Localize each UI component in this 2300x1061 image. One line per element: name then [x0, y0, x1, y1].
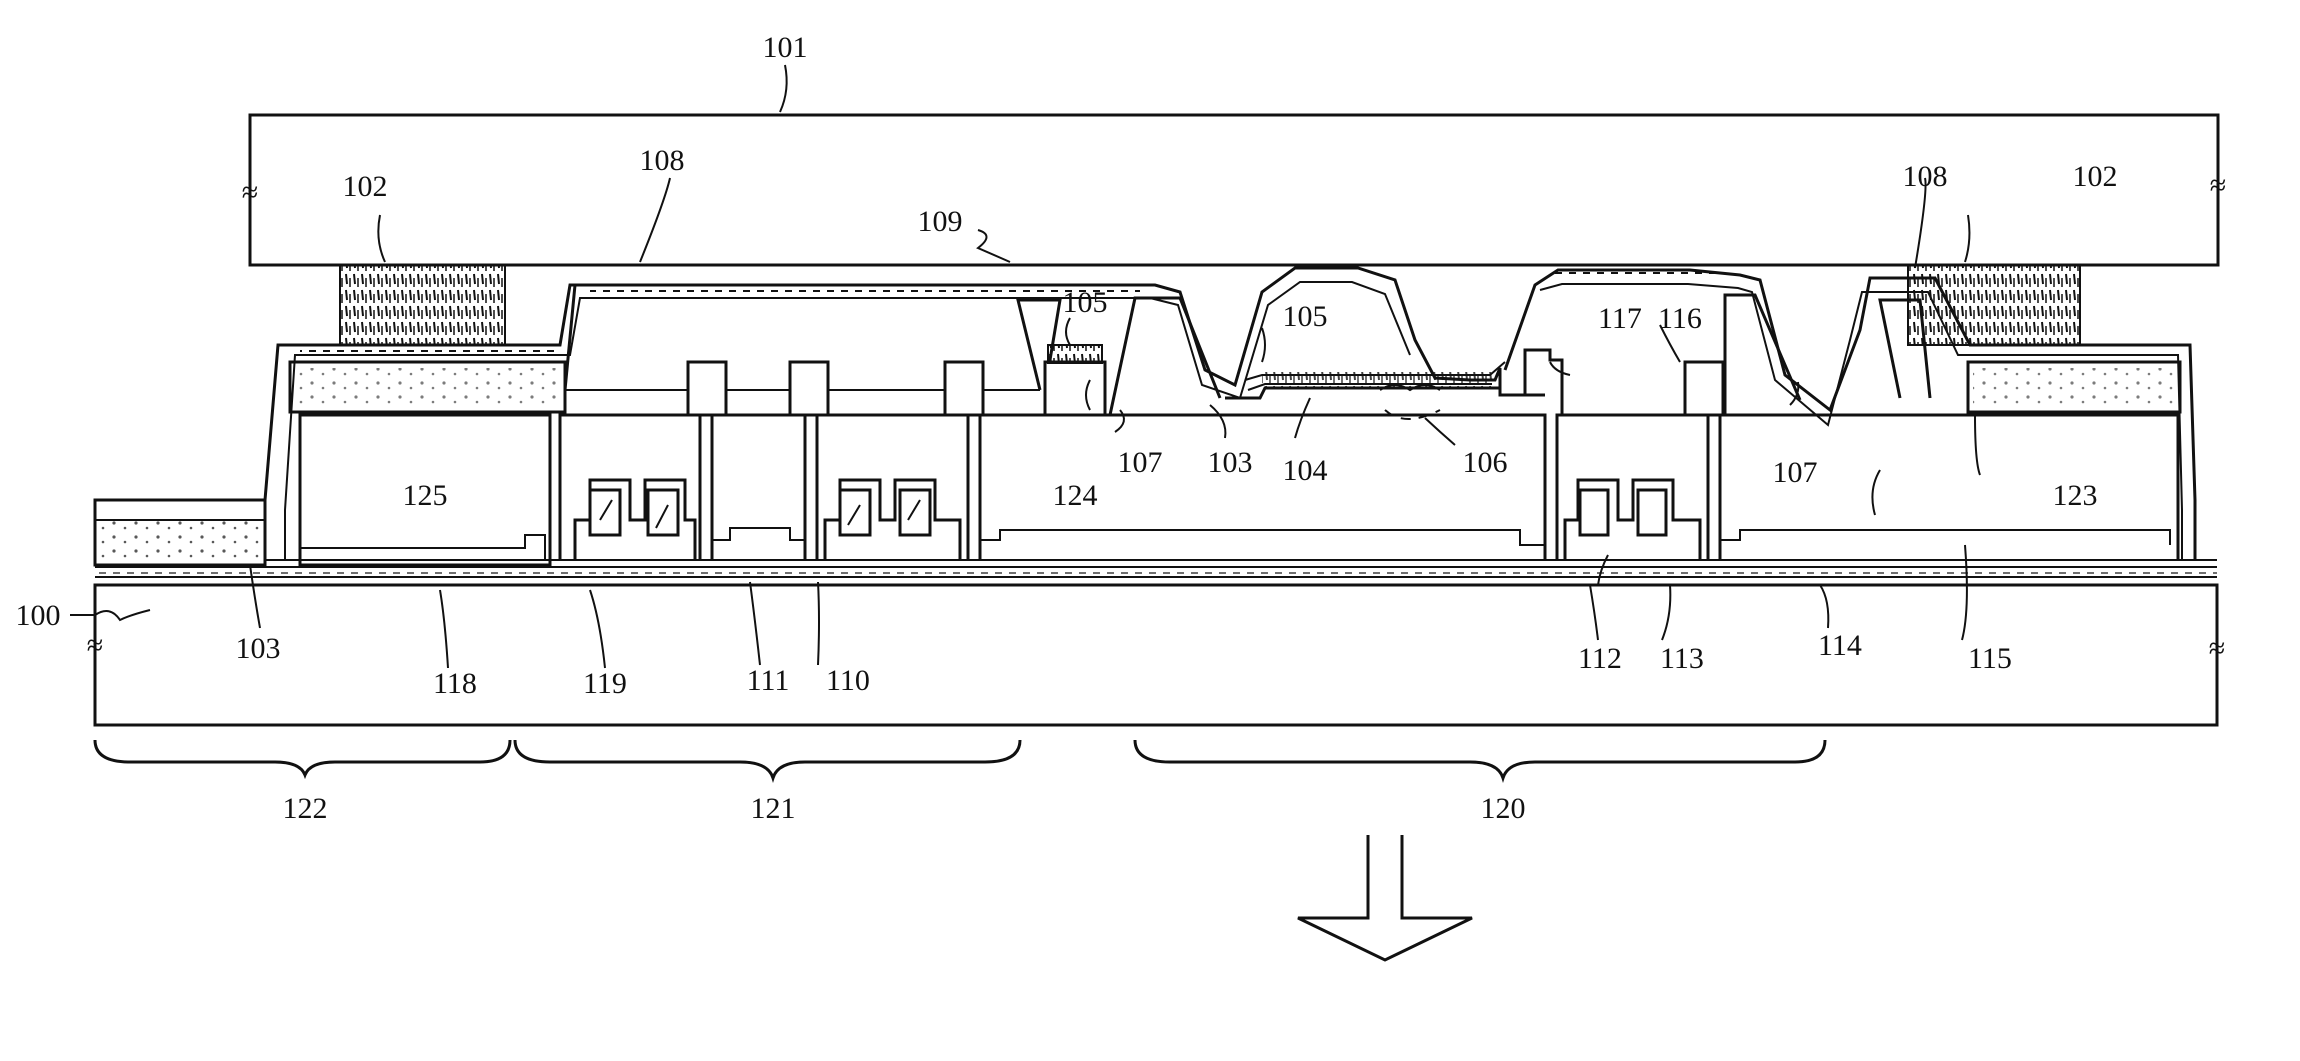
bank-right: [1880, 300, 1930, 398]
label-111: 111: [747, 664, 790, 697]
label-113: 113: [1660, 642, 1704, 675]
layer-123: [1968, 362, 2180, 412]
label-106: 106: [1463, 446, 1508, 479]
lower-step-center: [980, 530, 1545, 560]
label-114: 114: [1818, 629, 1862, 662]
pillar-2: [790, 362, 828, 415]
bank-107-right: [1725, 295, 1800, 415]
lower-step-left: [300, 535, 545, 560]
label-102-left: 102: [343, 170, 388, 203]
label-116: 116: [1658, 302, 1702, 335]
tft-121-right: [825, 480, 960, 560]
label-117: 117: [1598, 302, 1642, 335]
down-arrow-icon: [1298, 835, 1472, 960]
label-105-left: 105: [1063, 286, 1108, 319]
label-108-left: 108: [640, 144, 685, 177]
label-125: 125: [403, 479, 448, 512]
interlayer-film-115: [560, 415, 2178, 560]
label-120: 120: [1481, 792, 1526, 825]
label-103-left: 103: [236, 632, 281, 665]
label-112: 112: [1578, 642, 1622, 675]
label-107-left: 107: [1118, 446, 1163, 479]
label-108-right: 108: [1903, 160, 1948, 193]
lower-step-mid: [712, 528, 805, 560]
label-124: 124: [1053, 479, 1098, 512]
bank-107-left: [1110, 298, 1220, 415]
terminal-region: [95, 500, 265, 565]
label-107-right: 107: [1773, 456, 1818, 489]
label-118: 118: [433, 667, 477, 700]
label-100: 100: [16, 599, 61, 632]
substrate-100: [95, 567, 2217, 725]
label-115: 115: [1968, 642, 2012, 675]
label-123: 123: [2053, 479, 2098, 512]
break-mark-top-right: ≈: [2210, 169, 2226, 202]
label-101: 101: [763, 31, 808, 64]
brace-120: [1135, 740, 1825, 778]
lower-step-right: [1720, 530, 2170, 560]
brace-121: [515, 740, 1020, 778]
pillar-3: [945, 362, 983, 415]
seal-block-left: [340, 265, 505, 345]
label-110: 110: [826, 664, 870, 697]
break-mark-sub-right: ≈: [2209, 632, 2225, 665]
label-102-right: 102: [2073, 160, 2118, 193]
layer-125: [290, 362, 565, 565]
pillar-116: [1685, 362, 1723, 415]
label-103-right: 103: [1208, 446, 1253, 479]
pillar-117: [1525, 350, 1562, 415]
label-122: 122: [283, 792, 328, 825]
break-mark-sub-left: ≈: [87, 629, 103, 662]
block-124: [1045, 362, 1105, 415]
label-109: 109: [918, 205, 963, 238]
light-emitting-element: [1225, 362, 1505, 419]
pillar-1: [688, 362, 726, 415]
label-121: 121: [751, 792, 796, 825]
label-105-right: 105: [1283, 300, 1328, 333]
label-119: 119: [583, 667, 627, 700]
brace-122: [95, 740, 510, 775]
tft-121-left: [575, 480, 695, 560]
label-104: 104: [1283, 454, 1328, 487]
tft-120: [1565, 480, 1700, 560]
break-mark-top-left: ≈: [242, 176, 258, 209]
